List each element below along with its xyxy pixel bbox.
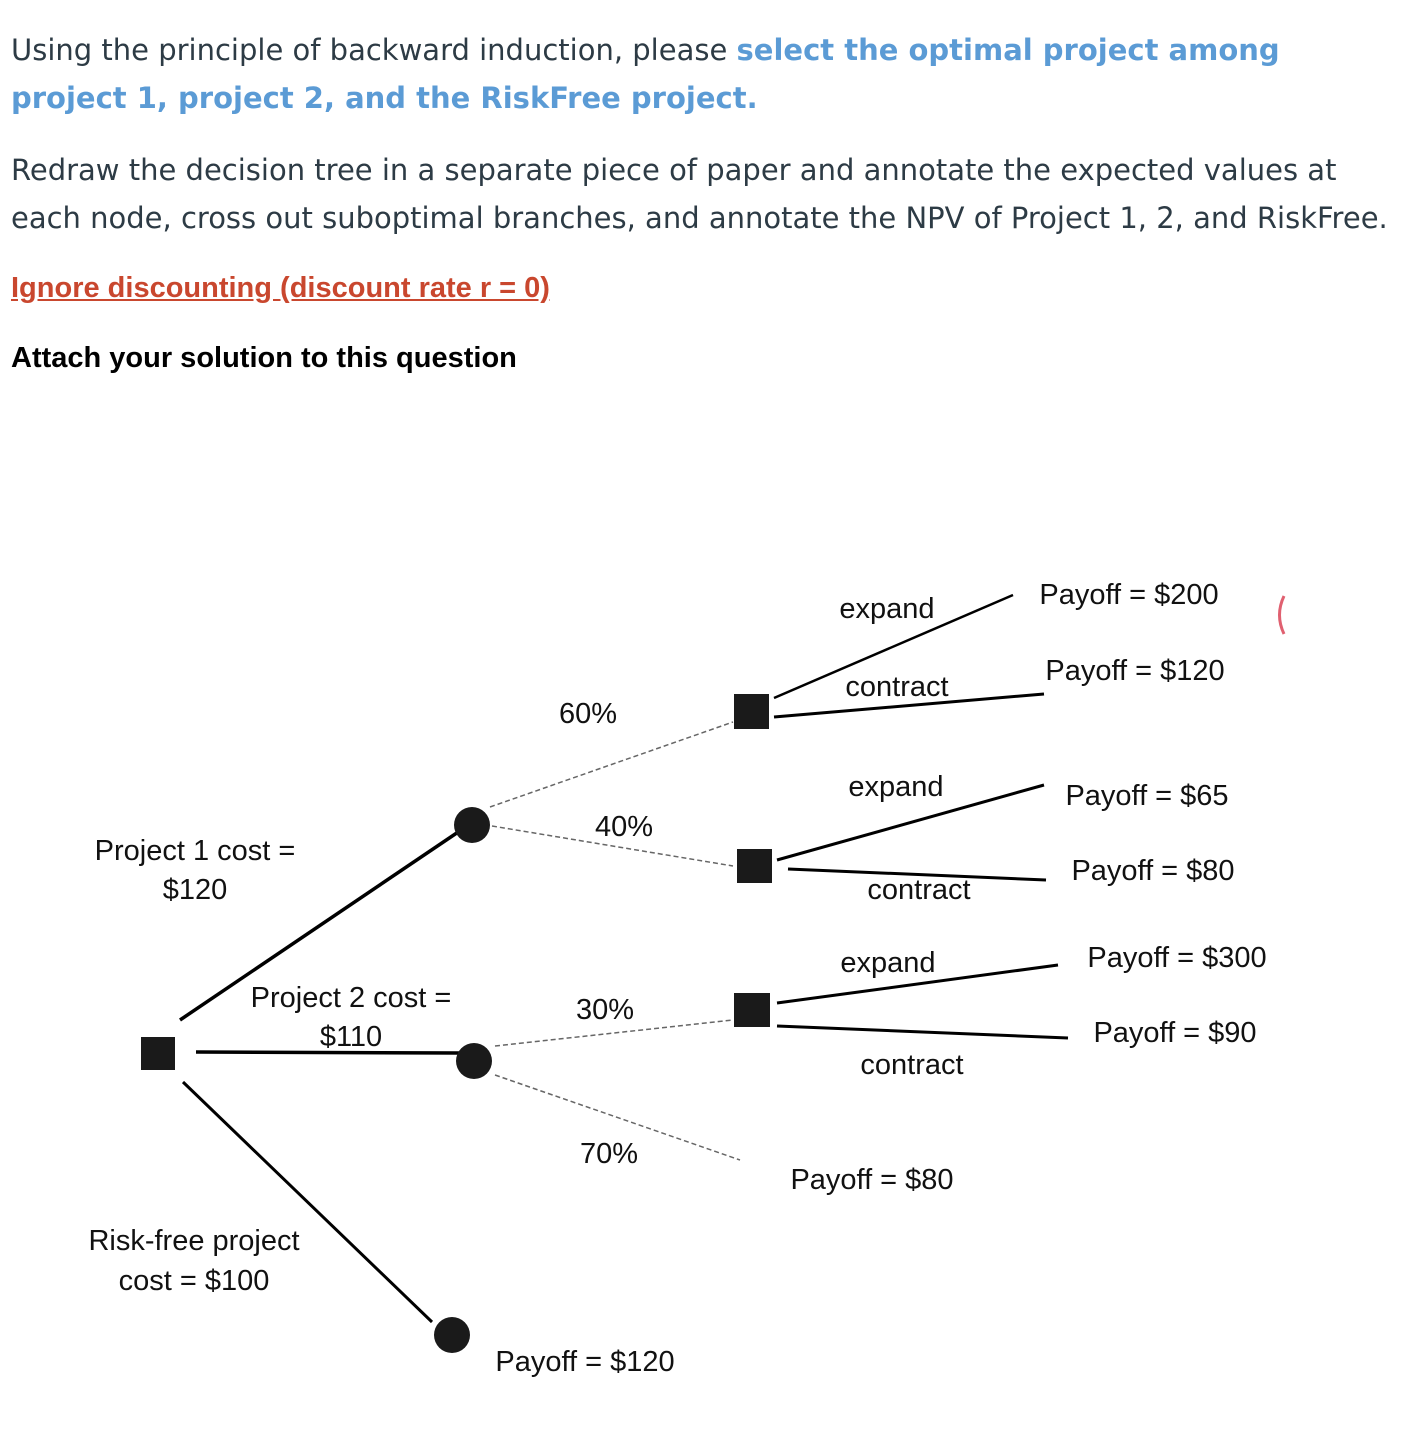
question-text: Using the principle of backward inductio… <box>11 26 1391 382</box>
d1-contract-branch <box>773 692 1045 719</box>
p1-up-probability: 60% <box>559 698 617 730</box>
d3-contract-branch <box>776 1024 1069 1040</box>
d2-contract-branch <box>787 867 1047 882</box>
d2-expand-label: expand <box>848 771 943 803</box>
project2-chance-node <box>456 1043 492 1079</box>
d2-contract-label: contract <box>867 874 970 906</box>
d3-contract-label: contract <box>860 1049 963 1081</box>
p1-down-probability: 40% <box>595 811 653 843</box>
d3-expand-payoff: Payoff = $300 <box>1087 942 1266 974</box>
d3-contract-payoff: Payoff = $90 <box>1093 1017 1256 1049</box>
instruction-highlight: select the optimal project among project… <box>11 33 1280 115</box>
riskfree-terminal-node <box>434 1317 470 1353</box>
branch-project2 <box>195 1050 461 1055</box>
decision-node-1 <box>734 694 769 729</box>
project1-label-line2: $120 <box>163 874 228 906</box>
d3-expand-branch <box>776 963 1059 1005</box>
edge-mark <box>1278 595 1286 635</box>
d1-contract-payoff: Payoff = $120 <box>1045 655 1224 687</box>
redraw-paragraph: Redraw the decision tree in a separate p… <box>11 153 1388 235</box>
d1-expand-branch <box>773 593 1014 700</box>
riskfree-label-line1: Risk-free project <box>88 1225 299 1257</box>
d1-contract-label: contract <box>845 671 948 703</box>
chance-branch-p1-60 <box>489 721 734 808</box>
ignore-discounting-note: Ignore discounting (discount rate r = 0) <box>11 272 550 304</box>
decision-node-3 <box>734 993 770 1027</box>
d3-expand-label: expand <box>840 947 935 979</box>
branch-riskfree <box>181 1080 434 1324</box>
project2-label-line2: $110 <box>320 1021 382 1053</box>
riskfree-payoff-label: Payoff = $120 <box>495 1346 674 1378</box>
decision-node-2 <box>737 849 772 883</box>
chance-branch-p1-40 <box>491 825 734 867</box>
project1-label-line1: Project 1 cost = <box>95 835 296 867</box>
d2-contract-payoff: Payoff = $80 <box>1071 855 1234 887</box>
instruction-paragraph: Using the principle of backward inductio… <box>11 26 1391 122</box>
root-decision-node <box>141 1037 175 1070</box>
project2-label-line1: Project 2 cost = <box>251 982 452 1014</box>
p2-down-probability: 70% <box>580 1138 638 1170</box>
attach-instruction: Attach your solution to this question <box>11 342 517 374</box>
d1-expand-payoff: Payoff = $200 <box>1039 579 1218 611</box>
d1-expand-label: expand <box>839 593 934 625</box>
p2-up-probability: 30% <box>576 994 634 1026</box>
p2-down-payoff-label: Payoff = $80 <box>790 1164 953 1196</box>
d2-expand-payoff: Payoff = $65 <box>1065 780 1228 812</box>
chance-branch-p2-70 <box>494 1074 741 1161</box>
instruction-prefix: Using the principle of backward inductio… <box>11 33 737 67</box>
d2-expand-branch <box>776 783 1045 862</box>
riskfree-label-line2: cost = $100 <box>119 1265 270 1297</box>
branch-project1 <box>179 820 474 1022</box>
project1-chance-node <box>454 807 490 843</box>
